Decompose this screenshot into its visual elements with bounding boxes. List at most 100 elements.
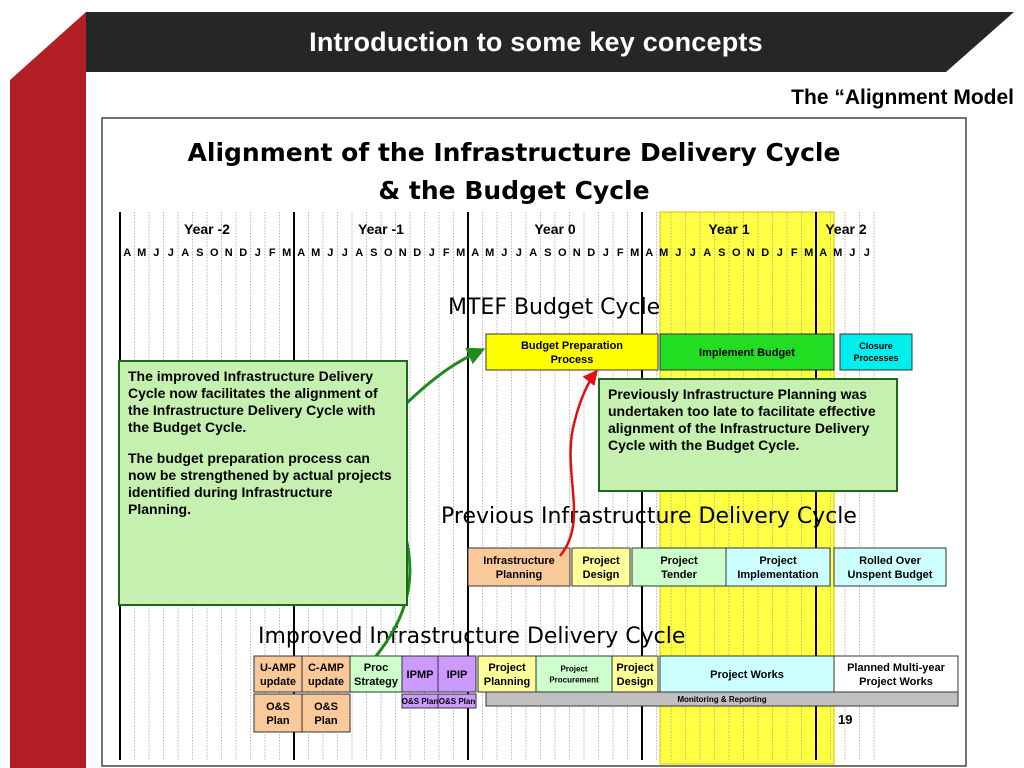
month-label: A: [471, 247, 479, 259]
title-bar: [86, 12, 1014, 72]
stage-box: O&S Plan: [437, 693, 477, 709]
slide-subtitle: The “Alignment Model: [791, 86, 1014, 109]
month-label: N: [573, 247, 581, 259]
stage-box-label: O&S: [266, 701, 290, 713]
red-previous-arrow: [559, 369, 598, 557]
stage-box-label: Procurement: [549, 675, 599, 684]
stage-box-fill: [725, 547, 831, 587]
year-label: Year -1: [358, 221, 404, 237]
stage-box-label: Plan: [314, 715, 338, 727]
stage-box-label: Proc: [364, 662, 388, 674]
stage-box-fill: [477, 655, 537, 693]
month-label: J: [864, 247, 870, 259]
stage-box-label: Tender: [661, 569, 698, 581]
stage-box-label: Design: [617, 676, 654, 688]
left-accent-bar: [10, 12, 86, 768]
stage-box-label: O&S Plan: [402, 697, 439, 706]
stage-box-label: O&S Plan: [439, 697, 476, 706]
month-label: M: [137, 247, 146, 259]
stage-box-label: Project: [488, 662, 526, 674]
stage-box-fill: [631, 547, 727, 587]
month-label: D: [761, 247, 769, 259]
stage-box-fill: [535, 655, 613, 693]
stage-box-label: Plan: [266, 715, 290, 727]
month-label: A: [645, 247, 653, 259]
stage-box: IPIP: [437, 655, 477, 693]
month-label: F: [443, 247, 450, 259]
month-label: M: [804, 247, 813, 259]
month-label: M: [311, 247, 320, 259]
improved-heading: Improved Infrastructure Delivery Cycle: [258, 624, 685, 649]
month-label: A: [703, 247, 711, 259]
stage-box-label: update: [308, 676, 344, 688]
previous-cycle-callout: Previously Infrastructure Planning was u…: [598, 378, 898, 492]
stage-box: Implement Budget: [659, 333, 835, 371]
month-label: O: [210, 247, 219, 259]
stage-box-fill: [839, 333, 913, 371]
stage-box-label: Closure: [859, 341, 893, 351]
stage-box-fill: [437, 693, 477, 709]
month-label: O: [384, 247, 393, 259]
stage-box-label: Infrastructure: [483, 555, 555, 567]
stage-box-fill: [301, 655, 351, 693]
stage-box-fill: [349, 655, 403, 693]
month-label: F: [269, 247, 276, 259]
month-label: D: [587, 247, 595, 259]
previous-boxes: InfrastructurePlanningProjectDesignProje…: [467, 547, 947, 587]
stage-box-label: Monitoring & Reporting: [677, 695, 766, 704]
stage-box-fill: [833, 547, 947, 587]
stage-box-fill: [485, 333, 659, 371]
year-label: Year 2: [825, 221, 866, 237]
stage-box: C-AMP update: [301, 655, 351, 693]
month-label: J: [603, 247, 609, 259]
stage-box-label: Budget Preparation: [521, 340, 623, 352]
diagram-title-line2: & the Budget Cycle: [378, 176, 649, 205]
stage-box-label: Project: [660, 555, 698, 567]
month-label: M: [630, 247, 639, 259]
month-label: A: [123, 247, 131, 259]
month-label: J: [429, 247, 435, 259]
stage-box-fill: [467, 547, 571, 587]
stage-box: Monitoring & Reporting: [485, 691, 959, 707]
stage-box-label: Project: [616, 662, 654, 674]
stage-box-label: C-AMP: [308, 662, 344, 674]
stage-box-fill: [571, 547, 631, 587]
stage-box-fill: [485, 691, 959, 707]
month-label: J: [777, 247, 783, 259]
year-label: Year -2: [184, 221, 230, 237]
stage-box-label: Project Works: [710, 669, 784, 681]
stage-box-fill: [437, 655, 477, 693]
month-label: N: [399, 247, 407, 259]
stage-box-fill: [611, 655, 659, 693]
stage-box-label: Unspent Budget: [848, 569, 933, 581]
stage-box-label: Implement Budget: [699, 347, 795, 359]
stage-box-fill: [659, 333, 835, 371]
month-label: J: [849, 247, 855, 259]
diagram-title-line1: Alignment of the Infrastructure Delivery…: [188, 138, 841, 167]
year-label: Year 0: [534, 221, 575, 237]
month-label: J: [690, 247, 696, 259]
stage-box-label: Project: [560, 664, 587, 673]
month-label: N: [225, 247, 233, 259]
month-label: A: [181, 247, 189, 259]
month-label: M: [659, 247, 668, 259]
stage-box-label: IPIP: [447, 669, 468, 681]
page-number: 19: [838, 712, 852, 727]
stage-box-label: Project: [582, 555, 620, 567]
stage-box-fill: [253, 693, 303, 733]
stage-box-label: Planning: [484, 676, 530, 688]
month-label: S: [544, 247, 551, 259]
month-label: J: [516, 247, 522, 259]
month-label: J: [168, 247, 174, 259]
